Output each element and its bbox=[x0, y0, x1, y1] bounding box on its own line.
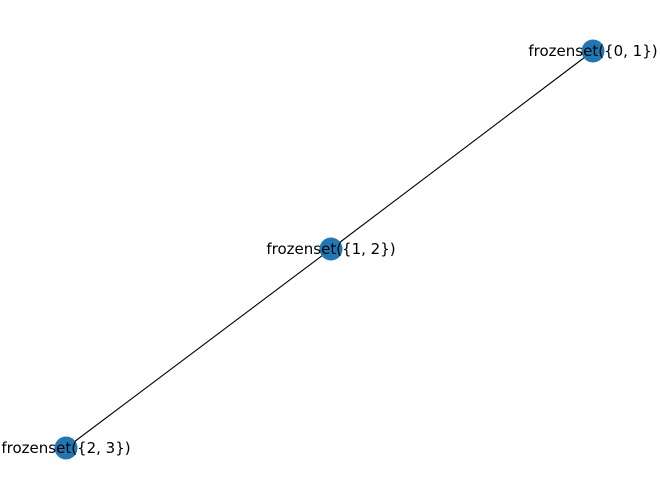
node-label-n0: frozenset({0, 1}) bbox=[528, 42, 657, 60]
node-n0 bbox=[581, 39, 605, 63]
node-label-n2: frozenset({2, 3}) bbox=[1, 439, 130, 457]
nodes-layer bbox=[54, 39, 605, 460]
edges-layer bbox=[65, 50, 594, 449]
edge-n1-n2 bbox=[65, 248, 332, 449]
labels-layer: frozenset({0, 1}) frozenset({1, 2}) froz… bbox=[1, 42, 657, 457]
node-label-n1: frozenset({1, 2}) bbox=[266, 240, 395, 258]
node-n2 bbox=[54, 436, 78, 460]
edge-n0-n1 bbox=[330, 50, 594, 250]
node-n1 bbox=[319, 237, 343, 261]
